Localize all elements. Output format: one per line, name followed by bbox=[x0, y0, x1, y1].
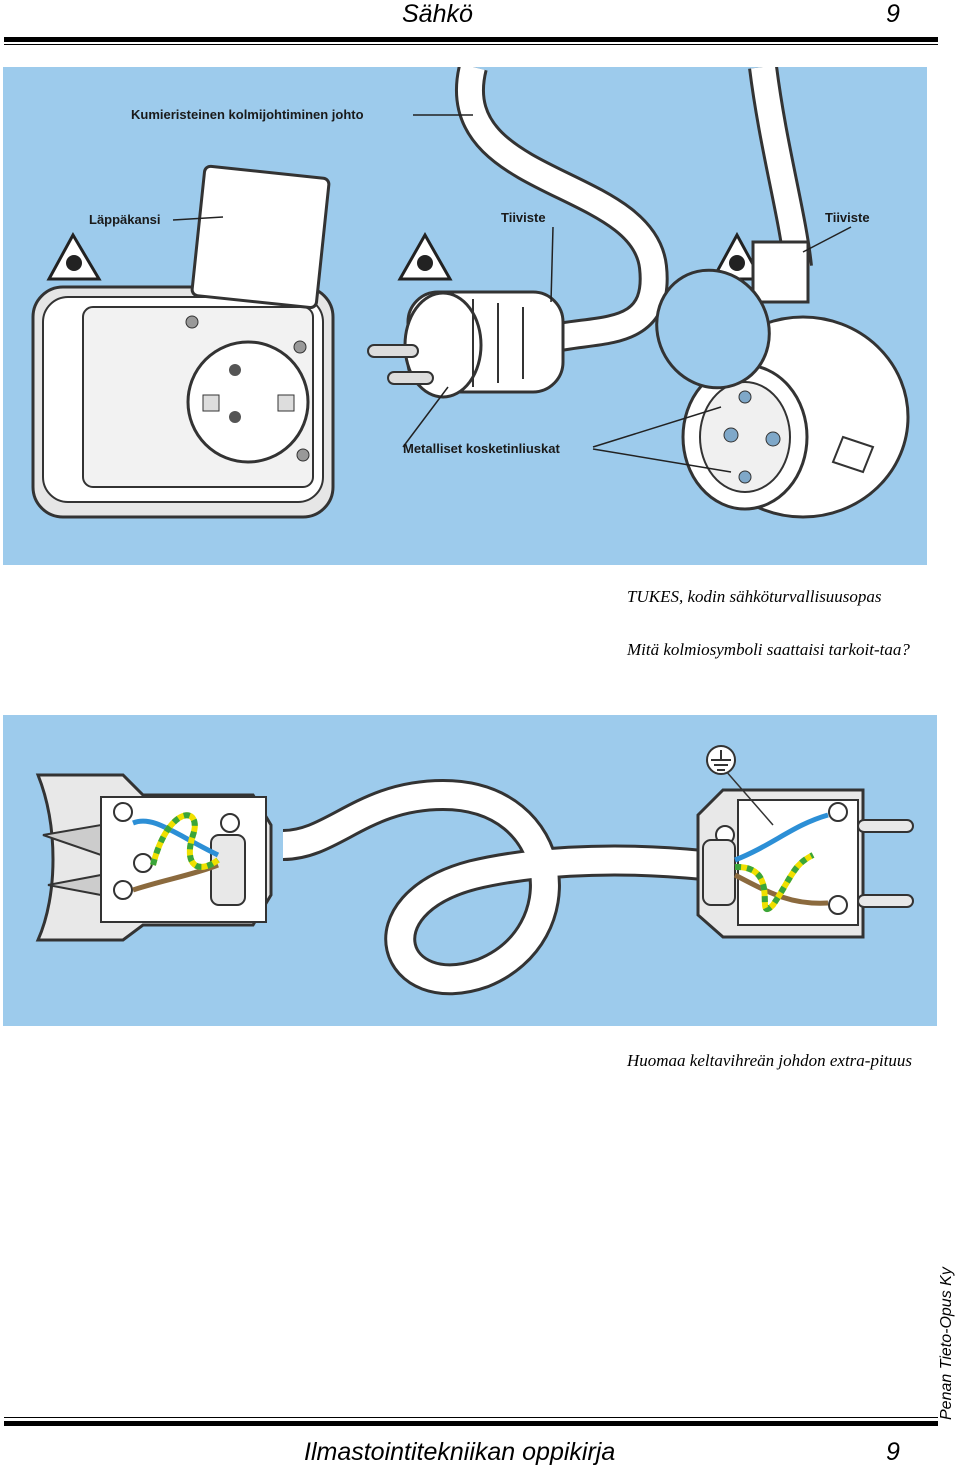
plug bbox=[367, 290, 565, 399]
ground-symbol-icon bbox=[706, 745, 736, 775]
header-page-number: 9 bbox=[886, 0, 900, 28]
label-lid: Läppäkansi bbox=[89, 212, 161, 227]
page-header: Sähkö 9 bbox=[0, 0, 960, 48]
cable-loop bbox=[282, 781, 705, 993]
label-contacts: Metalliset kosketinliuskat bbox=[403, 441, 560, 456]
figure-socket-illustration: Kumieristeinen kolmijohtiminen johto Läp… bbox=[3, 67, 927, 565]
footer-title: Ilmastointitekniikan oppikirja bbox=[304, 1438, 616, 1466]
left-connector bbox=[35, 773, 273, 942]
header-rule-thin bbox=[4, 44, 938, 45]
footer-rule-thick bbox=[4, 1421, 938, 1426]
caption-question: Mitä kolmiosymboli saattaisi tarkoit-taa… bbox=[627, 640, 910, 659]
header-rule-thick bbox=[4, 37, 938, 42]
header-title: Sähkö bbox=[402, 0, 473, 28]
footer-rule-thin bbox=[4, 1417, 938, 1418]
label-seal-right: Tiiviste bbox=[825, 210, 870, 225]
caption-note: Huomaa keltavihreän johdon extra-pituus bbox=[627, 1051, 913, 1070]
wall-socket bbox=[31, 164, 335, 519]
cable-coupler bbox=[655, 240, 910, 519]
cable bbox=[458, 67, 666, 362]
footer-page-number: 9 bbox=[886, 1438, 900, 1466]
right-plug bbox=[696, 769, 914, 939]
caption-source: TUKES, kodin sähköturvallisuusopas bbox=[627, 587, 882, 606]
side-credit: Penan Tieto-Opus Ky bbox=[938, 1267, 955, 1420]
label-cable: Kumieristeinen kolmijohtiminen johto bbox=[131, 107, 364, 122]
label-seal-left: Tiiviste bbox=[501, 210, 546, 225]
coupler-lid bbox=[655, 268, 771, 390]
figure-wiring-diagram bbox=[3, 715, 937, 1026]
socket-lid bbox=[190, 164, 331, 310]
